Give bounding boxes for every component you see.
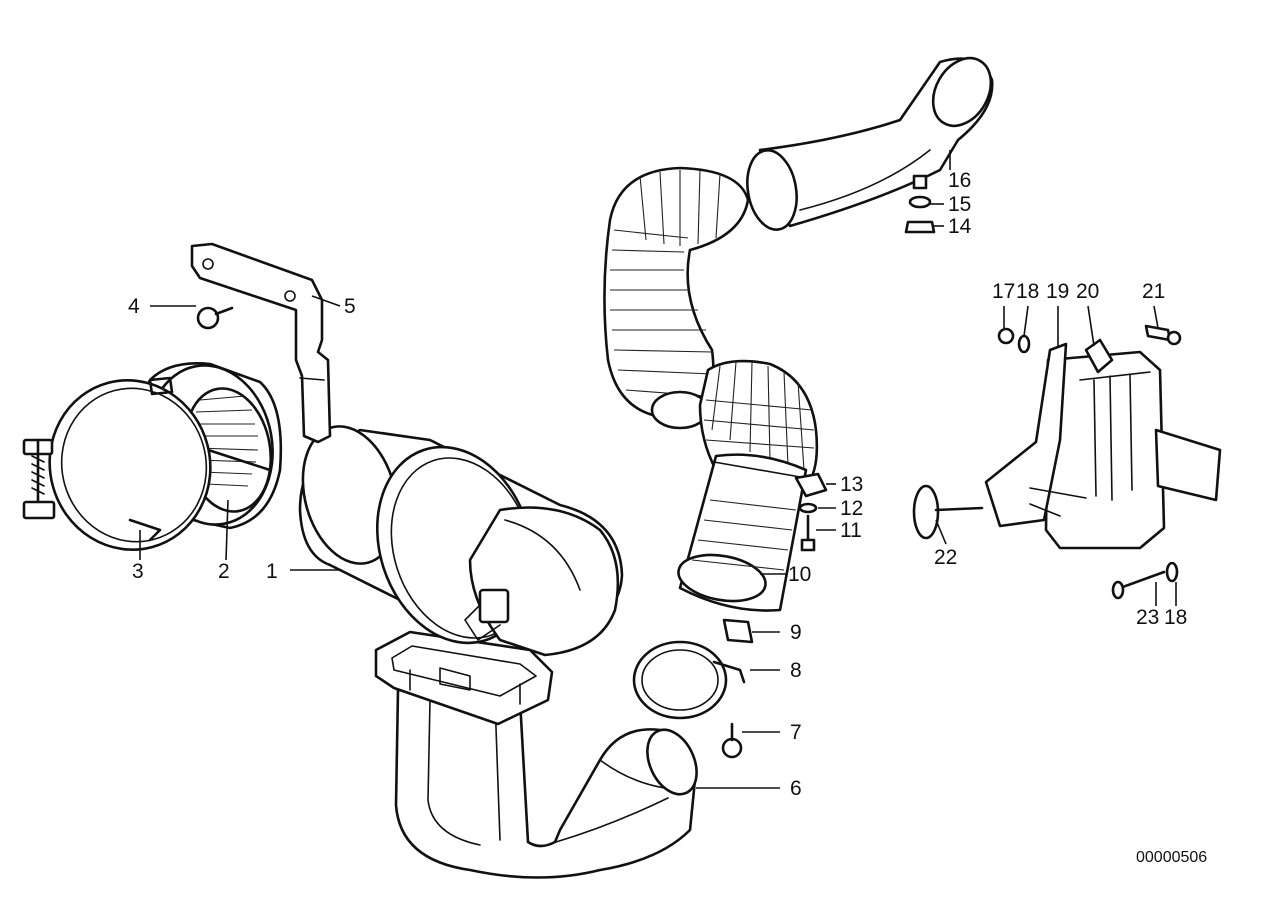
upper-pipe-part [746,56,994,231]
callout-9: 9 [790,621,802,644]
callout-17: 17 [992,280,1015,303]
callout-11: 11 [840,519,862,542]
bracket-part [190,242,332,444]
callout-22: 22 [934,546,957,569]
bolt-washer-group [794,472,828,552]
callout-2: 2 [218,560,230,583]
clamp-ring-part [632,640,746,720]
callout-13: 13 [840,473,863,496]
clip-part [722,618,754,644]
air-cleaner-housing-part [298,425,624,657]
callout-18-bottom: 18 [1164,606,1187,629]
callout-10: 10 [788,563,811,586]
grommet-part [912,484,984,540]
hose-part-10 [677,453,808,612]
callout-19: 19 [1046,280,1069,303]
callout-3: 3 [132,560,144,583]
callout-14: 14 [948,215,972,238]
callout-20: 20 [1076,280,1099,303]
callout-4: 4 [128,295,140,318]
callout-8: 8 [790,659,802,682]
screw-part-4 [196,306,234,330]
leader-lines [139,150,1177,789]
screw-part-7 [721,722,743,759]
callout-18-top: 18 [1016,280,1039,303]
callout-16: 16 [948,169,971,192]
callout-15: 15 [948,193,971,216]
callout-23: 23 [1136,606,1159,629]
callout-21: 21 [1142,280,1165,303]
callout-labels: 1 2 3 4 5 6 7 8 9 10 11 12 13 14 15 16 1… [128,169,1187,800]
flexible-hose-upper [603,166,750,430]
document-number: 00000506 [1136,849,1207,866]
callout-5: 5 [344,295,356,318]
callout-1: 1 [266,560,278,583]
callout-12: 12 [840,497,863,520]
nut-washer-group [904,174,936,234]
control-unit-part [984,338,1222,550]
intake-duct-part [394,688,698,879]
callout-6: 6 [790,777,802,800]
hose-clamp-part [22,376,212,551]
callout-7: 7 [790,721,802,744]
